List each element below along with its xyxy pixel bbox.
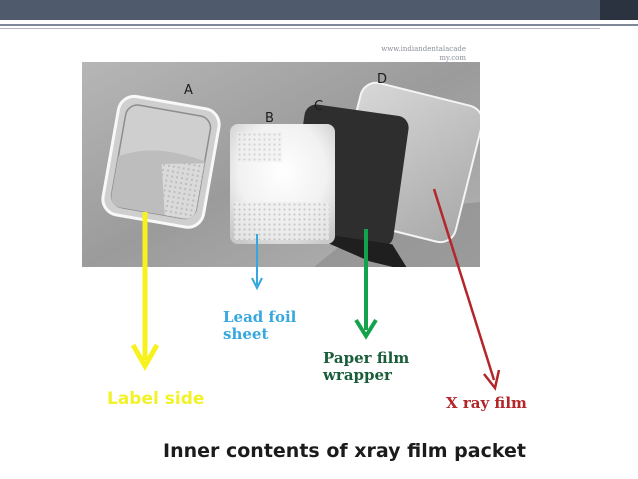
watermark: www.indiandentalacade my.com [374,45,466,63]
photo-letter-d: D [377,72,387,87]
xray-film-arrow [432,188,501,391]
lead-foil-label-line-1: Lead foil [223,308,297,326]
lead-foil-sheet [230,124,335,244]
xray-packet-photo: A B C D [82,62,480,267]
slide-caption: Inner contents of xray film packet [163,440,526,462]
slide-header-rule [0,24,638,26]
lead-foil-label: Lead foil sheet [223,309,296,343]
slide-header-accent [600,0,638,20]
watermark-line-1: www.indiandentalacade [381,45,466,53]
slide-header-bar [0,0,638,20]
paper-wrapper-label-line-2: wrapper [323,366,392,384]
photo-letter-b: B [265,111,274,126]
label-side-arrow [130,212,160,372]
label-side-packet [101,94,221,229]
lead-foil-arrow [251,234,263,291]
lead-foil-label-line-2: sheet [223,325,269,343]
xray-film-label: X ray film [446,394,527,412]
photo-letter-c: C [314,99,323,114]
paper-wrapper-label-line-1: Paper film [323,349,410,367]
photo-letter-a: A [184,83,193,98]
slide-header-rule-thin [0,28,600,29]
paper-wrapper-arrow [354,229,378,340]
label-side-label: Label side [107,389,205,409]
paper-wrapper-label: Paper film wrapper [323,350,409,384]
watermark-line-2: my.com [439,54,466,62]
